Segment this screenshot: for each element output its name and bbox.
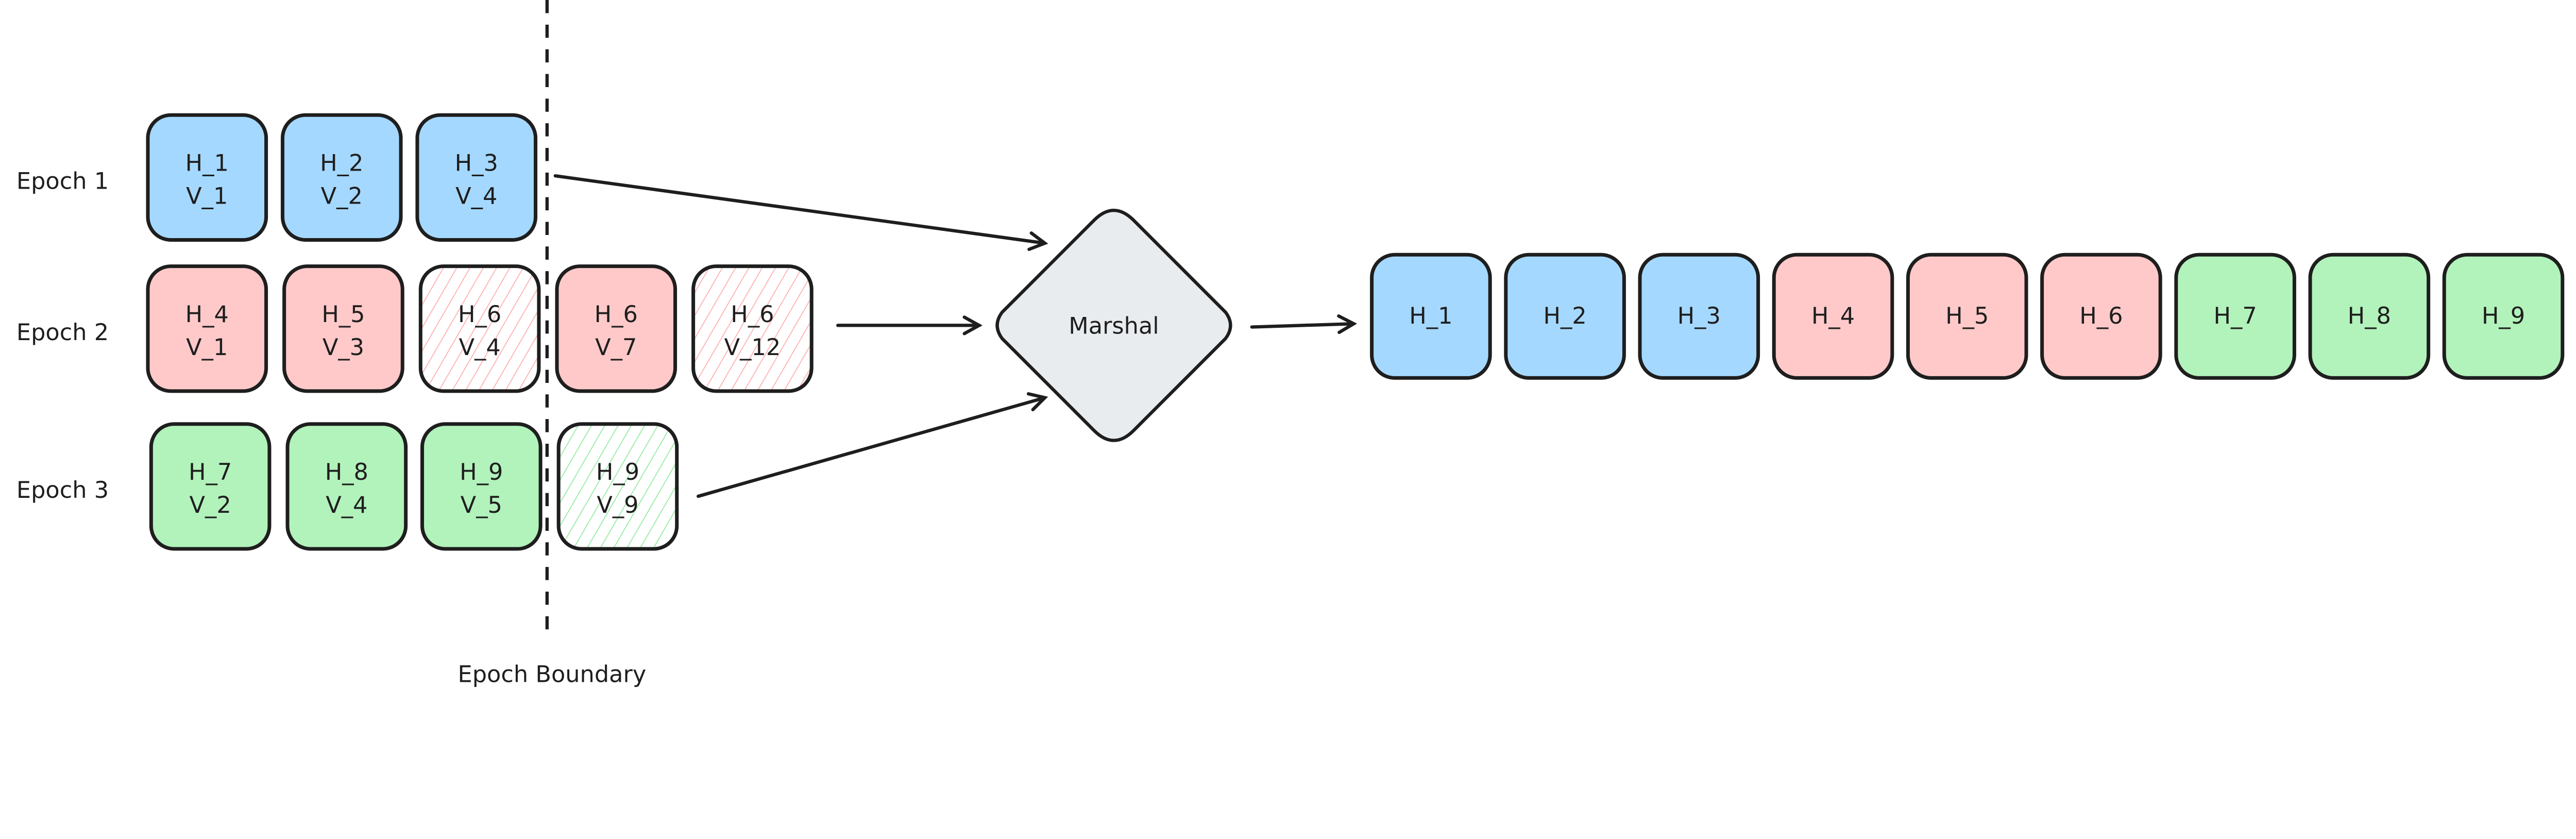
output-block: H_9 (2442, 253, 2565, 380)
block-shape (418, 264, 541, 393)
epoch-marshal-diagram: Epoch Boundary Epoch 1H_1V_1H_2V_2H_3V_4… (16, 0, 2565, 687)
block-h-label: H_7 (189, 459, 232, 485)
block-v-label: V_2 (190, 492, 231, 518)
output-block-shape (2040, 253, 2162, 380)
arrow-epoch3-to-marshal (697, 398, 1045, 498)
hatched-block: H_6V_4 (418, 264, 541, 393)
output-block-label: H_4 (1811, 303, 1855, 329)
output-block-label: H_7 (2213, 303, 2257, 329)
output-block-label: H_6 (2079, 303, 2123, 329)
block-h-label: H_1 (185, 150, 229, 177)
block-shape (556, 422, 679, 551)
block: H_9V_5 (420, 422, 543, 551)
output-block-shape (1906, 253, 2028, 380)
marshal-node (995, 208, 1232, 442)
block-h-label: H_9 (596, 459, 639, 485)
block-shape (691, 264, 814, 393)
output-block-shape (1504, 253, 1626, 380)
output-block: H_8 (2308, 253, 2431, 380)
block: H_8V_4 (285, 422, 408, 551)
output-block-shape (1772, 253, 1894, 380)
block-v-label: V_1 (186, 182, 228, 209)
block-shape (149, 422, 272, 551)
hatched-block: H_9V_9 (556, 422, 679, 551)
block: H_1V_1 (146, 113, 268, 242)
epoch-label: Epoch 3 (16, 477, 109, 504)
output-block-label: H_3 (1677, 303, 1721, 329)
block-h-label: H_9 (460, 459, 503, 485)
output-block-shape (1638, 253, 1760, 380)
block-v-label: V_4 (455, 182, 497, 209)
block: H_7V_2 (149, 422, 272, 551)
arrow-marshal-to-output (1250, 324, 1354, 327)
block: H_2V_2 (280, 113, 403, 242)
arrow-epoch1-to-marshal (553, 174, 1045, 243)
output-block: H_4 (1772, 253, 1894, 380)
block-shape (415, 113, 538, 242)
block-v-label: V_9 (597, 492, 638, 518)
block-h-label: H_4 (185, 301, 229, 328)
block-h-label: H_6 (731, 301, 774, 328)
block-h-label: H_6 (595, 301, 638, 328)
block-v-label: V_4 (326, 492, 367, 518)
output-block-label: H_9 (2482, 303, 2525, 329)
block-shape (555, 264, 677, 393)
output-block-shape (2442, 253, 2565, 380)
block-shape (420, 422, 543, 551)
block: H_4V_1 (146, 264, 268, 393)
hatched-block: H_6V_12 (691, 264, 814, 393)
output-block-shape (2174, 253, 2296, 380)
output-block: H_6 (2040, 253, 2162, 380)
output-block-label: H_8 (2348, 303, 2391, 329)
output-block-label: H_1 (1409, 303, 1452, 329)
marshal-label: Marshal (1069, 312, 1159, 339)
output-block-shape (1370, 253, 1492, 380)
block-v-label: V_12 (724, 334, 781, 361)
block-shape (282, 264, 404, 393)
epoch-label: Epoch 1 (16, 168, 109, 195)
output-block: H_2 (1504, 253, 1626, 380)
block-h-label: H_5 (321, 301, 365, 328)
output-block-label: H_5 (1945, 303, 1989, 329)
epoch-boundary-label: Epoch Boundary (458, 661, 647, 687)
block-shape (280, 113, 403, 242)
block-v-label: V_1 (186, 334, 228, 361)
block-shape (146, 264, 268, 393)
block-v-label: V_5 (461, 492, 502, 518)
output-block: H_1 (1370, 253, 1492, 380)
block-v-label: V_2 (321, 182, 363, 209)
block-v-label: V_4 (459, 334, 500, 361)
block: H_3V_4 (415, 113, 538, 242)
block-h-label: H_2 (320, 150, 363, 177)
block: H_6V_7 (555, 264, 677, 393)
block-v-label: V_7 (595, 334, 637, 361)
block-shape (146, 113, 268, 242)
block-shape (285, 422, 408, 551)
output-block: H_3 (1638, 253, 1760, 380)
epoch-label: Epoch 2 (16, 319, 109, 346)
block-h-label: H_6 (458, 301, 501, 328)
block-h-label: H_8 (325, 459, 368, 485)
block: H_5V_3 (282, 264, 404, 393)
output-block: H_5 (1906, 253, 2028, 380)
output-block-label: H_2 (1543, 303, 1586, 329)
output-block: H_7 (2174, 253, 2296, 380)
output-block-shape (2308, 253, 2431, 380)
block-h-label: H_3 (455, 150, 498, 177)
block-v-label: V_3 (323, 334, 364, 361)
